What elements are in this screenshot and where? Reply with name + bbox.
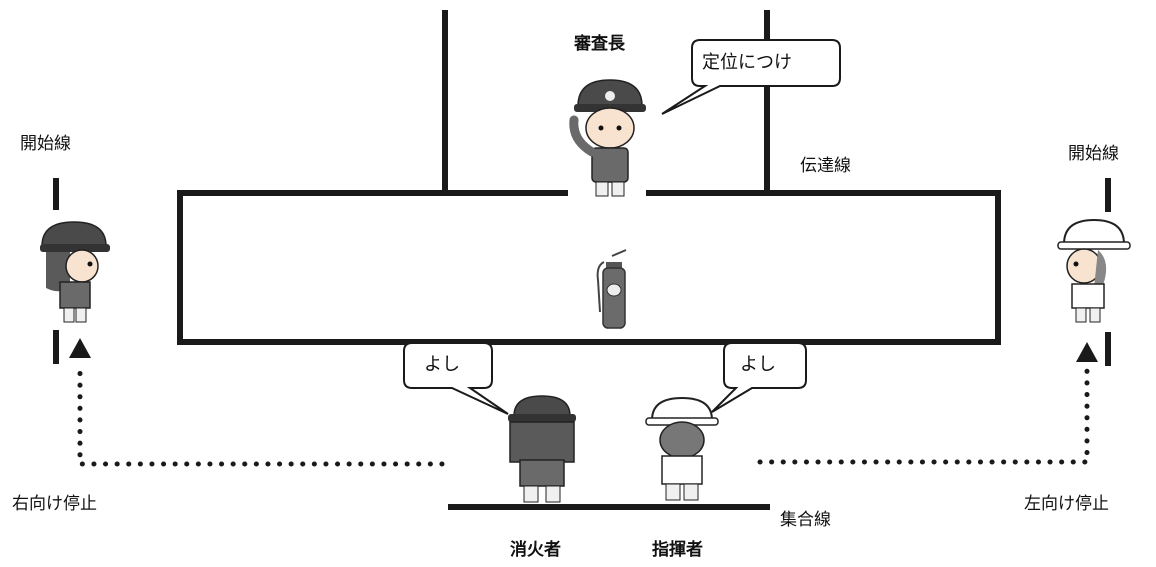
- speech-bubble-examiner: [661, 39, 841, 115]
- speech-bubble-commander: [711, 342, 807, 413]
- firefighter-left-figure: [40, 221, 110, 323]
- speech-extinguisher-text: よし: [424, 354, 460, 375]
- speech-examiner-text: 定位につけ: [702, 52, 792, 73]
- transmission-line-label: 伝達線: [800, 156, 851, 176]
- turn-right-stop-label: 右向け停止: [12, 494, 97, 514]
- field-rectangle: [177, 190, 1001, 345]
- speech-commander-text: よし: [740, 354, 776, 375]
- extinguisher-person-label: 消火者: [510, 540, 561, 560]
- fire-extinguisher-icon: [596, 249, 627, 329]
- commander-bottom-figure: [645, 396, 719, 501]
- turn-left-stop-label: 左向け停止: [1024, 494, 1109, 514]
- assembly-line-label: 集合線: [780, 510, 831, 530]
- examiner-figure: [569, 79, 646, 197]
- commander-right-figure: [1057, 218, 1131, 323]
- start-line-left-label: 開始線: [20, 134, 71, 154]
- firefighter-bottom-figure: [508, 395, 576, 503]
- start-line-right-label: 開始線: [1068, 144, 1119, 164]
- dotted-arrow-right: [757, 342, 1098, 465]
- commander-label: 指揮者: [652, 540, 703, 560]
- dotted-arrow-left: [69, 338, 445, 467]
- examiner-label: 審査長: [574, 34, 625, 54]
- speech-bubble-extinguisher: [403, 342, 509, 415]
